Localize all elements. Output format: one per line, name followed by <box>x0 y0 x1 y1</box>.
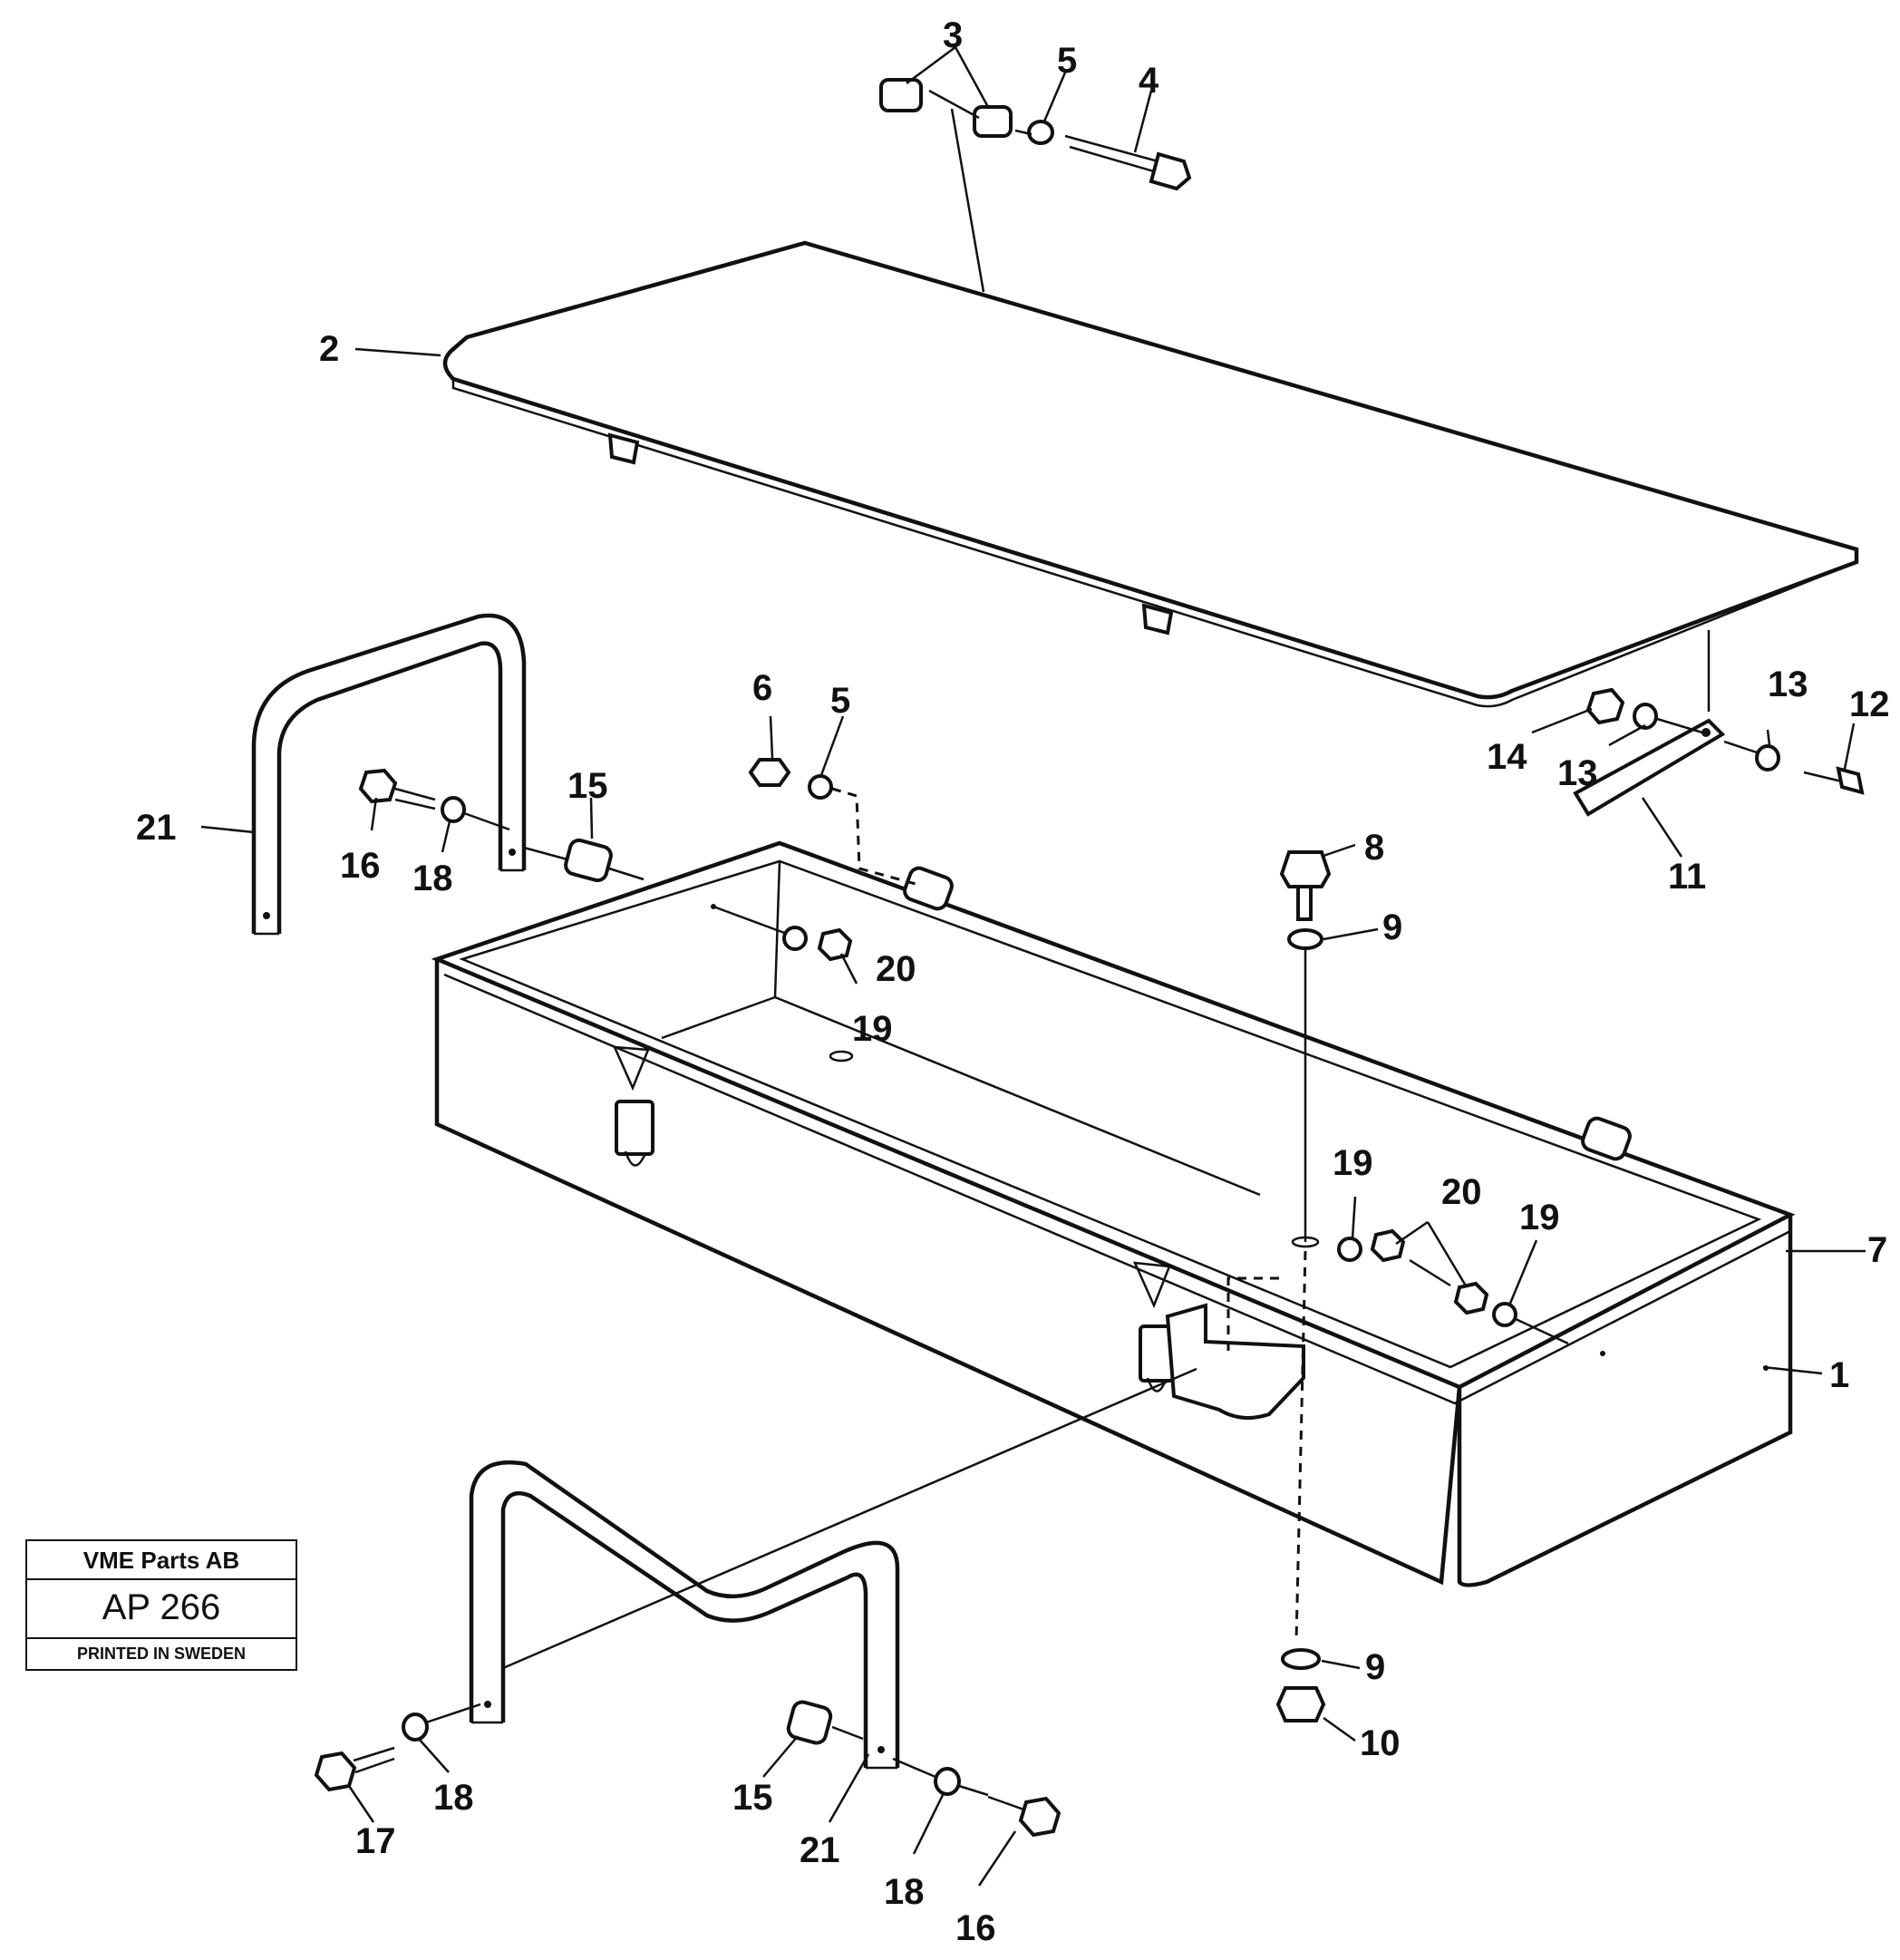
bracket <box>1165 1303 1305 1420</box>
hinge-hardware <box>879 78 1192 293</box>
callout-18b: 18 <box>433 1778 474 1818</box>
stamp-printed: PRINTED IN SWEDEN <box>76 1645 246 1663</box>
callout-11: 11 <box>1668 857 1706 897</box>
callout-15a: 15 <box>567 766 608 806</box>
callout-16a: 16 <box>340 846 381 886</box>
callout-15b: 15 <box>732 1778 773 1818</box>
latch-left <box>613 1045 654 1167</box>
vertical-bolt-assembly <box>1275 850 1332 1722</box>
lid-stay <box>1573 630 1865 817</box>
callout-19b: 19 <box>1333 1143 1373 1183</box>
lower-right-fasteners <box>786 1700 1061 1838</box>
callout-20b: 20 <box>1441 1172 1482 1212</box>
top-middle-fasteners <box>748 758 916 886</box>
inner-fasteners <box>712 905 1569 1345</box>
callout-19c: 19 <box>1519 1198 1560 1237</box>
callout-19a: 19 <box>852 1009 893 1049</box>
callout-18c: 18 <box>884 1872 925 1912</box>
spacer-box-top <box>903 866 954 911</box>
callout-12: 12 <box>1849 684 1890 724</box>
callout-9a: 9 <box>1382 907 1402 947</box>
stamp-code: AP 266 <box>27 1580 296 1639</box>
callout-8: 8 <box>1364 828 1384 868</box>
callout-21b: 21 <box>800 1830 840 1870</box>
lid-hinge-left <box>607 432 640 465</box>
callout-labels: 3 5 4 2 6 5 13 12 14 13 11 15 21 16 18 8… <box>136 15 1890 1948</box>
callout-6: 6 <box>752 668 772 708</box>
lower-left-fasteners <box>314 1703 481 1792</box>
callout-3: 3 <box>943 15 963 55</box>
callout-4: 4 <box>1139 61 1159 101</box>
callout-14: 14 <box>1487 737 1527 777</box>
callout-2: 2 <box>319 329 339 369</box>
callout-7: 7 <box>1867 1230 1887 1270</box>
callout-21a: 21 <box>136 808 177 848</box>
callout-16b: 16 <box>955 1908 996 1948</box>
stamp-company: VME Parts AB <box>27 1541 296 1580</box>
lid <box>442 240 1859 708</box>
latch-right <box>1132 1261 1175 1392</box>
callout-20a: 20 <box>876 949 916 989</box>
lid-hinge-right <box>1141 603 1174 636</box>
callout-18a: 18 <box>412 859 453 898</box>
callout-13a: 13 <box>1768 665 1808 704</box>
callout-13b: 13 <box>1557 753 1598 793</box>
callout-1: 1 <box>1829 1355 1849 1395</box>
callout-10: 10 <box>1360 1723 1401 1763</box>
handle-upper-left <box>251 613 527 936</box>
callout-9b: 9 <box>1365 1647 1385 1687</box>
leader-lines <box>200 45 1866 1887</box>
box <box>431 840 1796 1587</box>
callout-17: 17 <box>355 1821 396 1861</box>
spacer-box-right <box>1581 1116 1632 1161</box>
callout-5b: 5 <box>830 681 850 721</box>
callout-5a: 5 <box>1057 41 1077 81</box>
parts-stamp: VME Parts AB AP 266 PRINTED IN SWEDEN <box>25 1539 297 1671</box>
handle-lower <box>469 1367 1197 1770</box>
upper-left-fasteners <box>358 768 645 883</box>
